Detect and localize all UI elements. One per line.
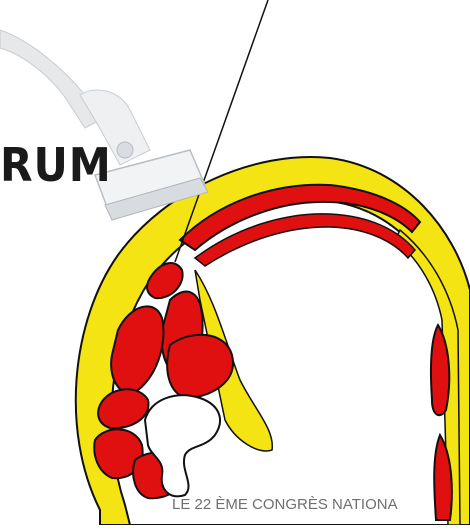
footer-caption: LE 22 ÈME CONGRÈS NATIONA [172,496,470,513]
partial-title-label: RUM [0,138,112,192]
